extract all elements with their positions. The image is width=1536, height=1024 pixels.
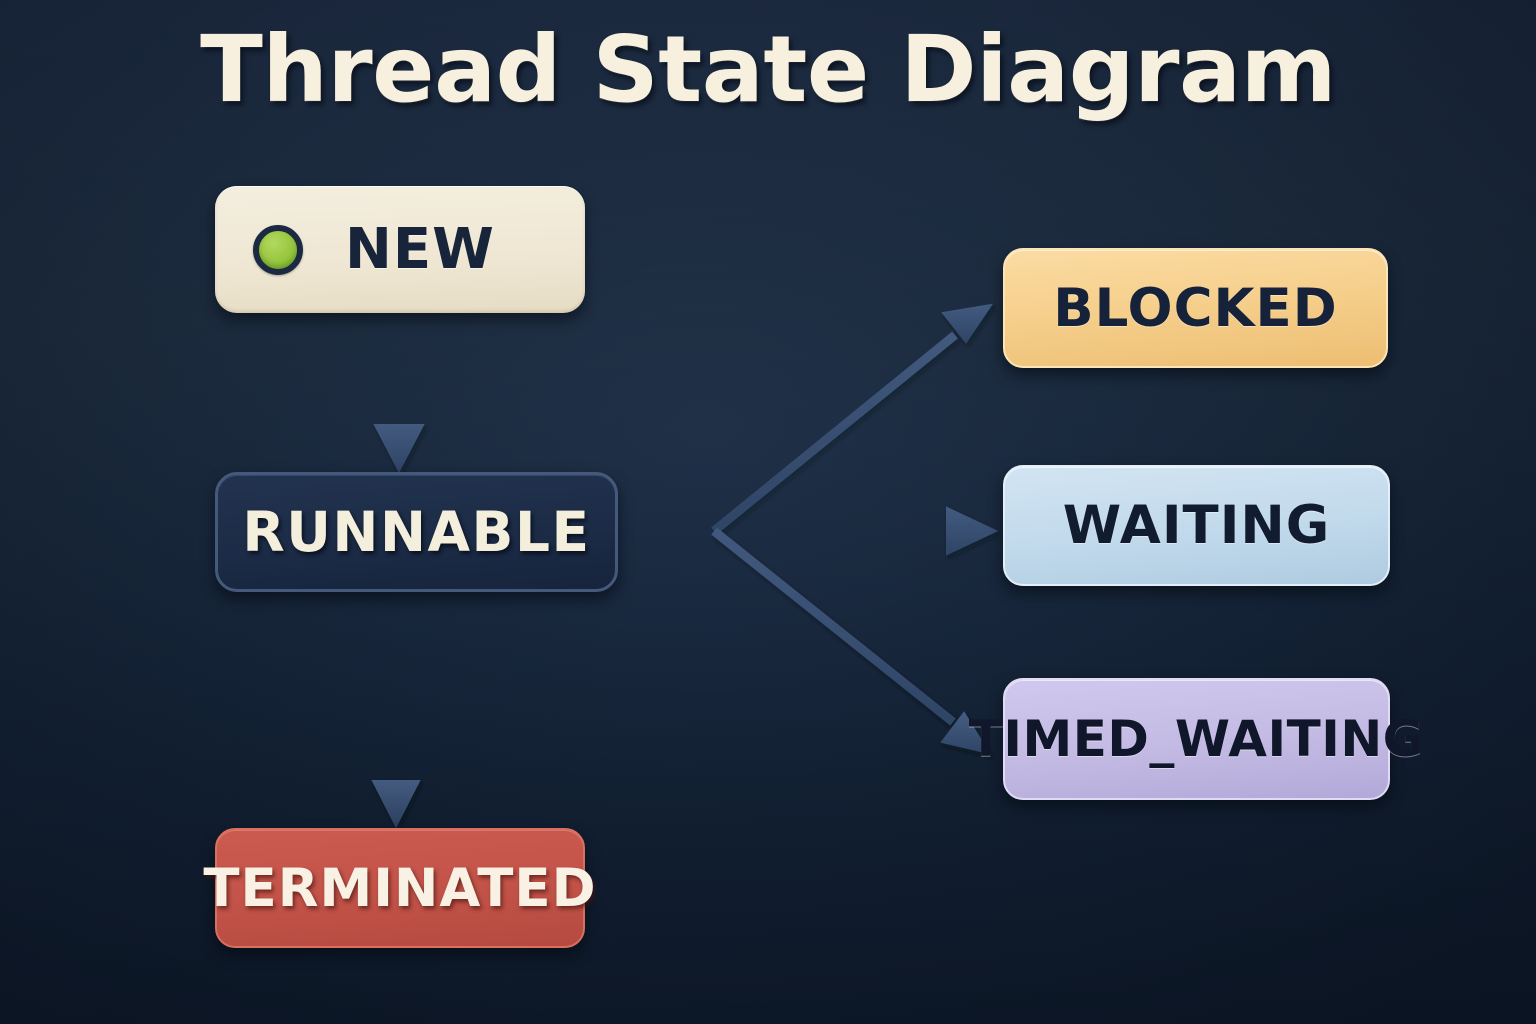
state-node-runnable[interactable]: RUNNABLE (215, 472, 618, 592)
edge-new-to-runnable (373, 313, 425, 474)
state-node-blocked[interactable]: BLOCKED (1003, 248, 1388, 368)
edge-runnable-to-waiting (714, 506, 999, 556)
page-title: Thread State Diagram (200, 16, 1336, 123)
state-node-runnable-label: RUNNABLE (242, 500, 591, 564)
state-node-new[interactable]: NEW (215, 186, 585, 313)
edge-runnable-to-timed-waiting (711, 527, 992, 755)
edge-runnable-to-terminated (371, 593, 421, 829)
state-node-timed-waiting[interactable]: TIMED_WAITING (969, 678, 1424, 800)
state-node-new-label: NEW (345, 217, 495, 282)
state-node-terminated-label: TERMINATED (203, 857, 597, 919)
state-node-waiting[interactable]: WAITING (1003, 465, 1390, 586)
green-status-dot-icon (253, 224, 303, 275)
state-node-blocked-label: BLOCKED (1053, 277, 1338, 339)
state-node-timed-waiting-label: TIMED_WAITING (968, 710, 1425, 768)
state-node-waiting-label: WAITING (1062, 495, 1331, 556)
state-node-terminated[interactable]: TERMINATED (203, 828, 596, 948)
edge-runnable-to-blocked (711, 303, 994, 535)
